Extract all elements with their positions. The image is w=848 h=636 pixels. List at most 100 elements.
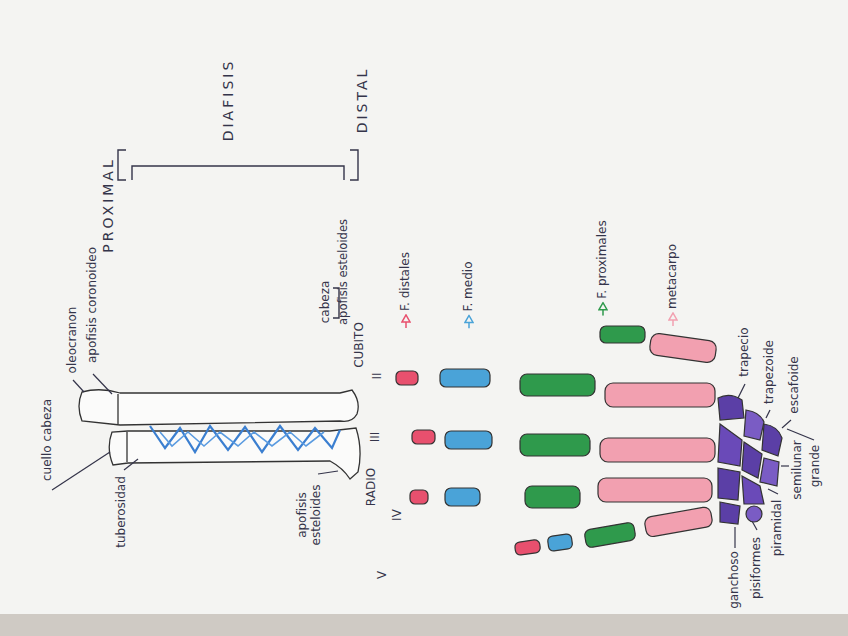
proximal-phalanx: [584, 522, 636, 548]
carpal-bone: [746, 506, 762, 522]
metacarpal: [649, 333, 717, 364]
part-label: trapezoide: [763, 340, 777, 404]
carpal-bone: [762, 424, 782, 456]
part-label: apofisis coronoideo: [86, 247, 100, 363]
part-label: piramidal: [771, 500, 785, 557]
legend-text: F. medio: [461, 262, 475, 312]
middle-phalanx: [440, 369, 490, 387]
part-label: pisiformes: [750, 537, 764, 599]
carpal-bone: [742, 476, 764, 504]
part-label: apofisis esteloides: [337, 219, 350, 325]
middle-phalanx: [445, 488, 480, 506]
carpal-bone: [718, 424, 742, 466]
leader-line: [73, 380, 84, 392]
proximal-bracket: [118, 150, 126, 180]
legend-arrow-icon: [668, 312, 678, 326]
metacarpal: [605, 383, 715, 407]
middle-phalanx: [445, 431, 492, 449]
middle-phalanx: [547, 533, 573, 551]
part-label: ganchoso: [728, 551, 742, 609]
legend-arrow-stem: [602, 310, 604, 316]
leader-line: [93, 374, 112, 394]
part-label: tuberosidad: [115, 476, 129, 548]
leader-line: [318, 471, 338, 474]
carpal-bone: [720, 502, 740, 524]
legend-arrow-head: [599, 303, 607, 310]
part-label: III: [369, 432, 383, 443]
part-label: PROXIMAL: [100, 157, 116, 252]
proximal-phalanx: [525, 486, 580, 508]
forearm-bones: [79, 390, 360, 479]
carpal-bone: [718, 468, 740, 500]
leader-line: [782, 420, 791, 428]
leader-line: [738, 384, 745, 398]
part-label: DIAFISIS: [220, 59, 236, 142]
distal-phalanx: [410, 490, 428, 504]
carpal-bone: [760, 458, 779, 486]
part-label: apofisis esteloides: [296, 479, 324, 551]
legend-arrow: [667, 312, 677, 326]
part-label: V: [376, 571, 390, 579]
legend-text: F. distales: [398, 252, 412, 311]
proximal-phalanx: [600, 326, 645, 343]
carpal-bone: [744, 410, 764, 440]
leader-line: [734, 527, 735, 548]
legend-arrow-icon: [464, 314, 474, 328]
distal-phalanx: [514, 539, 541, 555]
leader-line: [787, 429, 814, 440]
blue-hatching: [150, 426, 340, 452]
part-label: DISTAL: [354, 67, 370, 134]
legend-item: F. distales: [398, 252, 412, 328]
legend-arrow: [463, 314, 473, 328]
legend-item: F. medio: [461, 262, 475, 329]
hand-bones: [396, 326, 782, 556]
part-label: RADIO: [365, 468, 379, 506]
part-label: escafoide: [788, 356, 802, 414]
metacarpal: [598, 478, 712, 502]
legend-arrow: [400, 314, 410, 328]
leader-line: [766, 410, 770, 418]
metacarpal: [644, 506, 713, 537]
distal-phalanx: [412, 430, 435, 444]
part-label: CUBITO: [353, 322, 367, 368]
legend-arrow-stem: [405, 322, 407, 328]
part-label: trapecio: [738, 327, 752, 376]
diaphysis-bracket: [132, 166, 344, 180]
legend-item: F. proximales: [595, 220, 609, 315]
legend-arrow-stem: [468, 322, 470, 328]
legend-arrow-icon: [598, 302, 608, 316]
part-label: grande: [809, 445, 823, 488]
leader-line: [124, 459, 138, 470]
olecranon-line: [117, 394, 118, 424]
legend-arrow-head: [402, 315, 410, 322]
legend-arrow-stem: [672, 320, 674, 326]
legend-item: metacarpo: [665, 244, 679, 326]
proximal-phalanx: [520, 374, 595, 396]
blue-hatching: [160, 432, 324, 446]
part-label: II: [371, 372, 385, 379]
leader-line: [52, 452, 110, 490]
table: [0, 614, 848, 636]
carpal-bone: [718, 395, 744, 420]
part-label: oleocranon: [66, 307, 80, 374]
metacarpal: [600, 438, 715, 462]
proximal-phalanx: [520, 434, 590, 456]
paper: [0, 0, 848, 614]
part-label: IV: [391, 509, 405, 521]
part-label: cuello cabeza: [41, 399, 55, 481]
radius-neck-line: [126, 432, 127, 462]
legend-arrow-head: [669, 313, 677, 320]
leader-lines: [52, 374, 814, 548]
leader-line: [781, 465, 789, 466]
part-label: cabeza: [319, 281, 333, 324]
legend-text: F. proximales: [595, 220, 609, 298]
legend-arrow-head: [465, 315, 473, 322]
leader-line: [768, 489, 778, 494]
part-label: semilunar: [791, 440, 805, 500]
legend-arrow-icon: [401, 314, 411, 328]
carpal-bone: [742, 442, 762, 478]
legend-text: metacarpo: [665, 244, 679, 309]
ulna-bone: [79, 390, 358, 425]
legend-arrow: [597, 302, 607, 316]
